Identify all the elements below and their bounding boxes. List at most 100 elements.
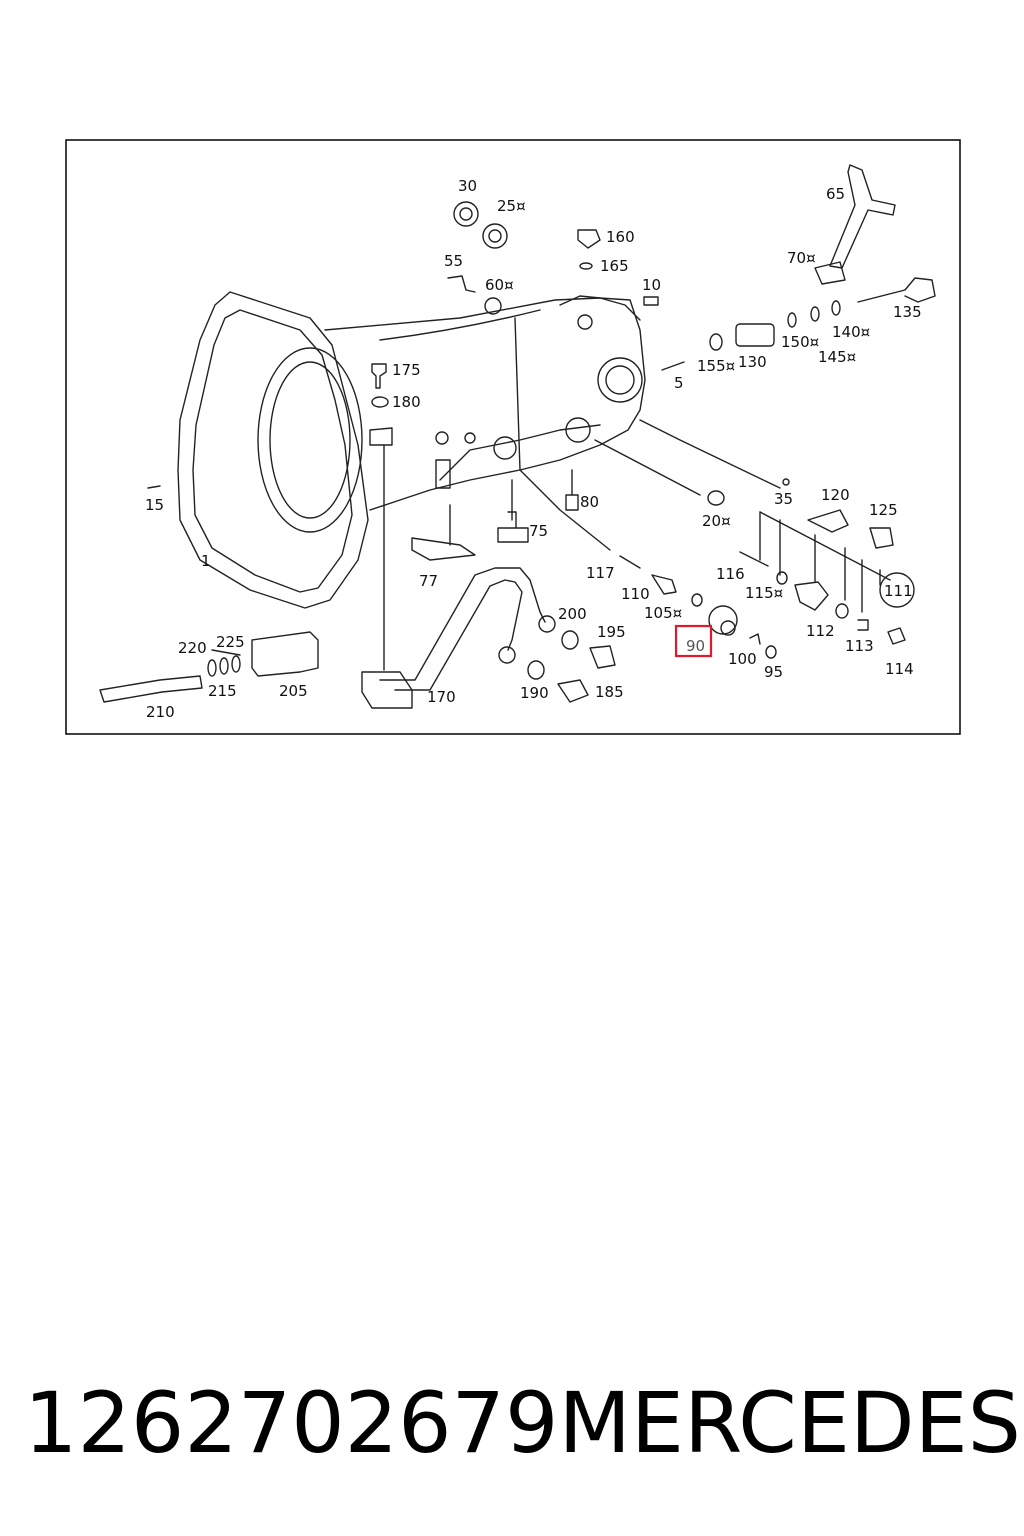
part-115-ring [776,571,788,585]
label-120: 120 [821,486,850,504]
side-lug [435,459,451,489]
label-170: 170 [427,688,456,706]
part-65-lever [829,164,896,269]
drain-port [565,417,591,443]
part-30-seal-inner [459,207,473,221]
label-225: 225 [216,633,245,651]
part-215-ring [219,657,229,675]
exploded-parts-diagram: 30 25¤ 55 60¤ 160 165 10 65 70¤ 135 140¤… [0,0,1024,760]
label-100: 100 [728,650,757,668]
label-140: 140¤ [832,323,870,341]
highlight-box-90 [674,624,713,658]
part-117-valve [619,555,641,569]
label-20: 20¤ [702,512,731,530]
label-110: 110 [621,585,650,603]
label-95: 95 [764,663,783,681]
part-110-plunger [651,574,677,595]
label-155: 155¤ [697,357,735,375]
label-150: 150¤ [781,333,819,351]
label-5: 5 [674,374,684,392]
part-135-shaft [857,277,936,303]
part-210-shaft [99,675,203,703]
part-170-pipe-return [394,579,523,691]
leader-117 [519,469,611,551]
label-1: 1 [201,552,211,570]
gearbox-lower-contour [439,424,601,481]
bell-housing-opening-inner [269,361,351,519]
part-75-sensor [497,511,529,543]
part-80-fitting [565,494,579,511]
label-113: 113 [845,637,874,655]
part-170-mount [361,671,413,709]
label-215: 215 [208,682,237,700]
label-195: 195 [597,623,626,641]
label-160: 160 [606,228,635,246]
part-30-seal [453,201,479,227]
label-190: 190 [520,684,549,702]
label-105: 105¤ [644,604,682,622]
part-100-pin [749,633,761,645]
part-190-washer [527,660,545,680]
label-135: 135 [893,303,922,321]
part-10-pin [643,296,659,306]
label-205: 205 [279,682,308,700]
part-140-washer [831,300,841,316]
part-130-bushing [735,323,775,347]
label-165: 165 [600,257,629,275]
part-165-washer [579,262,593,270]
part-20-plug [707,490,725,506]
part-number: 1262702679 [24,1374,559,1472]
part-150-washer [787,312,797,328]
part-195-bolt [589,645,616,669]
part-111-callout-circle [879,572,915,608]
part-113-clip [857,619,869,631]
leader-220-225 [211,649,241,656]
label-111: 111 [884,582,913,600]
side-boss-2 [464,432,476,444]
part-205-block [251,631,319,677]
label-15: 15 [145,496,164,514]
part-105-ring [691,593,703,607]
label-117: 117 [586,564,615,582]
side-boss-1 [435,431,449,445]
label-75: 75 [529,522,548,540]
label-210: 210 [146,703,175,721]
diagram-border [65,139,961,735]
label-25: 25¤ [497,197,526,215]
part-25-seal-inner [488,229,502,243]
part-225-ring [231,655,241,673]
diagram-svg: 30 25¤ 55 60¤ 160 165 10 65 70¤ 135 140¤… [65,139,961,735]
label-70: 70¤ [787,249,816,267]
label-200: 200 [558,605,587,623]
part-160-plug [577,229,601,249]
label-114: 114 [885,660,914,678]
part-25-seal [482,223,508,249]
part-60-ring [484,297,502,315]
part-116-screw [739,551,769,567]
label-116: 116 [716,565,745,583]
label-35: 35 [774,490,793,508]
part-200-washer [561,630,579,650]
part-185-bolt [557,679,589,703]
label-175: 175 [392,361,421,379]
part-112-valve [794,581,829,611]
part-180-washer [371,396,389,408]
part-155-seal [709,333,723,351]
filler-port [493,436,517,460]
leader-bracket-lines [759,511,881,613]
label-55: 55 [444,252,463,270]
rear-port-outer [597,357,643,403]
part-112-ring [835,603,849,619]
part-90-modulator [708,605,738,635]
part-5-pin [661,361,685,371]
part-170-pipe [379,567,546,681]
label-112: 112 [806,622,835,640]
part-170-eye-2 [498,646,516,664]
part-125-bolt [869,527,894,549]
leader-111 [759,511,891,581]
label-180: 180 [392,393,421,411]
part-145-washer [810,306,820,322]
part-175-bolt [371,363,387,389]
label-220: 220 [178,639,207,657]
label-185: 185 [595,683,624,701]
